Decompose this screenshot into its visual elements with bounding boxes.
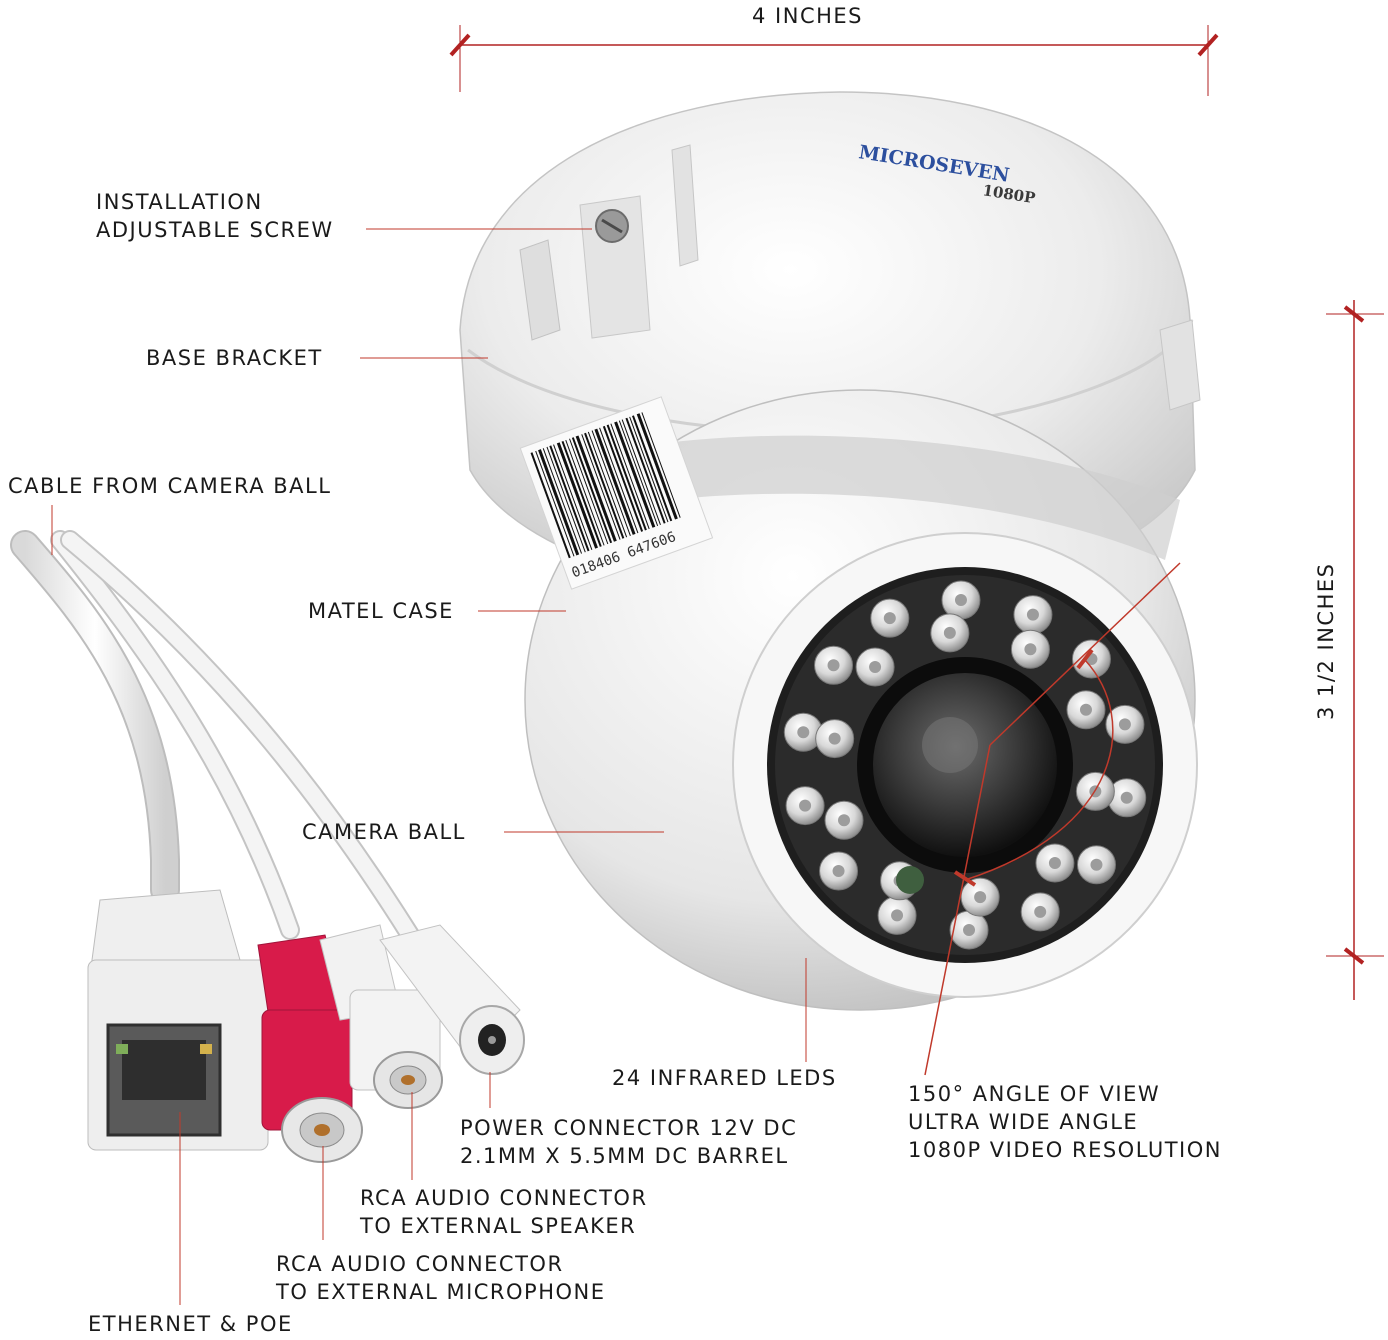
infrared-led — [824, 800, 864, 840]
rca-microphone-line-1: RCA AUDIO CONNECTOR — [276, 1252, 564, 1276]
barcode-bar — [565, 439, 605, 546]
infrared-led — [1020, 892, 1060, 932]
rca-speaker-line-1: RCA AUDIO CONNECTOR — [360, 1186, 648, 1210]
infrared-led — [815, 719, 855, 759]
barcode-bar — [629, 416, 669, 523]
light-sensor — [896, 866, 924, 894]
width-dimension-line — [449, 25, 1219, 96]
power-connector-line-2: 2.1MM X 5.5MM DC BARREL — [460, 1144, 789, 1168]
metal-case-label: MATEL CASE — [308, 599, 454, 623]
barcode-bar — [571, 437, 613, 544]
ethernet-jack — [87, 889, 269, 1151]
power-connector-label: POWER CONNECTOR 12V DC 2.1MM X 5.5MM DC … — [460, 1114, 797, 1170]
rca-microphone-connector — [257, 934, 363, 1163]
barcode-bar — [610, 423, 650, 530]
barcode-bar — [591, 430, 631, 536]
barcode-bar — [549, 445, 590, 552]
angle-of-view-line-3: 1080P VIDEO RESOLUTION — [908, 1138, 1222, 1162]
barcode-bar — [569, 438, 609, 545]
barcode-bar — [530, 452, 571, 559]
barcode-bar — [546, 446, 586, 553]
barcode-bar — [625, 417, 666, 524]
rca-microphone-line-2: TO EXTERNAL MICROPHONE — [276, 1280, 606, 1304]
infrared-led — [960, 877, 1000, 917]
infrared-led — [819, 851, 859, 891]
infrared-led — [949, 910, 989, 950]
barcode-bar — [606, 424, 647, 531]
power-connector-line-1: POWER CONNECTOR 12V DC — [460, 1116, 798, 1140]
angle-of-view-line-1: 150° ANGLE OF VIEW — [908, 1082, 1161, 1106]
barcode-bar — [575, 435, 617, 542]
infrared-led — [1066, 690, 1106, 730]
infrared-led — [1035, 843, 1075, 883]
barcode-bar — [602, 425, 644, 532]
ethernet-poe-label: ETHERNET & POE — [88, 1312, 293, 1336]
infrared-led — [1107, 778, 1147, 818]
barcode-bar — [618, 420, 659, 527]
infrared-leds-label: 24 INFRARED LEDS — [612, 1066, 837, 1090]
cable-label: CABLE FROM CAMERA BALL — [8, 474, 332, 498]
infrared-led — [870, 598, 910, 638]
barcode-bar — [632, 415, 673, 522]
infrared-led — [1105, 704, 1145, 744]
barcode-bar — [561, 440, 602, 547]
infrared-led — [1010, 629, 1050, 669]
infrared-led — [855, 647, 895, 687]
barcode-bar — [553, 444, 593, 550]
infrared-led — [930, 613, 970, 653]
rca-speaker-label: RCA AUDIO CONNECTOR TO EXTERNAL SPEAKER — [360, 1184, 648, 1240]
installation-screw-label: INSTALLATION ADJUSTABLE SCREW — [96, 188, 334, 244]
barcode-bar — [621, 419, 661, 526]
infrared-led — [814, 645, 854, 685]
rca-speaker-line-2: TO EXTERNAL SPEAKER — [360, 1214, 637, 1238]
height-dimension-line — [1326, 300, 1384, 1000]
barcode-bar — [581, 434, 621, 540]
barcode-bar — [614, 421, 656, 528]
base-bracket-label: BASE BRACKET — [146, 346, 323, 370]
barcode-bar — [535, 450, 575, 557]
barcode-bar — [542, 448, 582, 554]
cable-bundle — [10, 530, 420, 945]
rca-microphone-label: RCA AUDIO CONNECTOR TO EXTERNAL MICROPHO… — [276, 1250, 606, 1306]
dc-power-barrel — [379, 924, 525, 1075]
barcode-bar — [587, 431, 628, 538]
adjustment-screw — [579, 195, 651, 339]
barcode-bar — [636, 413, 678, 520]
camera-ball-label: CAMERA BALL — [302, 820, 466, 844]
barcode-bar — [599, 427, 639, 534]
rca-speaker-connector — [319, 924, 443, 1109]
angle-of-view-markers — [924, 562, 1181, 1076]
installation-screw-line-2: ADJUSTABLE SCREW — [96, 218, 334, 242]
barcode-bar — [584, 432, 625, 539]
height-dimension-label: 3 1/2 INCHES — [1314, 562, 1338, 720]
infrared-led-ring — [783, 580, 1147, 950]
lens-housing — [732, 532, 1198, 998]
infrared-led — [1076, 845, 1116, 885]
angle-of-view-line-2: ULTRA WIDE ANGLE — [908, 1110, 1139, 1134]
installation-screw-line-1: INSTALLATION — [96, 190, 263, 214]
barcode-bar — [594, 428, 636, 535]
barcode-bar — [556, 442, 598, 549]
barcode-sticker: 018406 647606 — [519, 396, 714, 590]
infrared-led — [941, 580, 981, 620]
angle-of-view-label: 150° ANGLE OF VIEW ULTRA WIDE ANGLE 1080… — [908, 1080, 1222, 1164]
barcode-bar — [538, 449, 580, 556]
barcode-bar — [641, 412, 681, 518]
width-dimension-label: 4 INCHES — [752, 4, 863, 28]
leader-lines — [51, 228, 807, 1305]
infrared-led — [1013, 595, 1053, 635]
infrared-led — [1071, 639, 1111, 679]
infrared-led — [877, 895, 917, 935]
infrared-led — [785, 786, 825, 826]
